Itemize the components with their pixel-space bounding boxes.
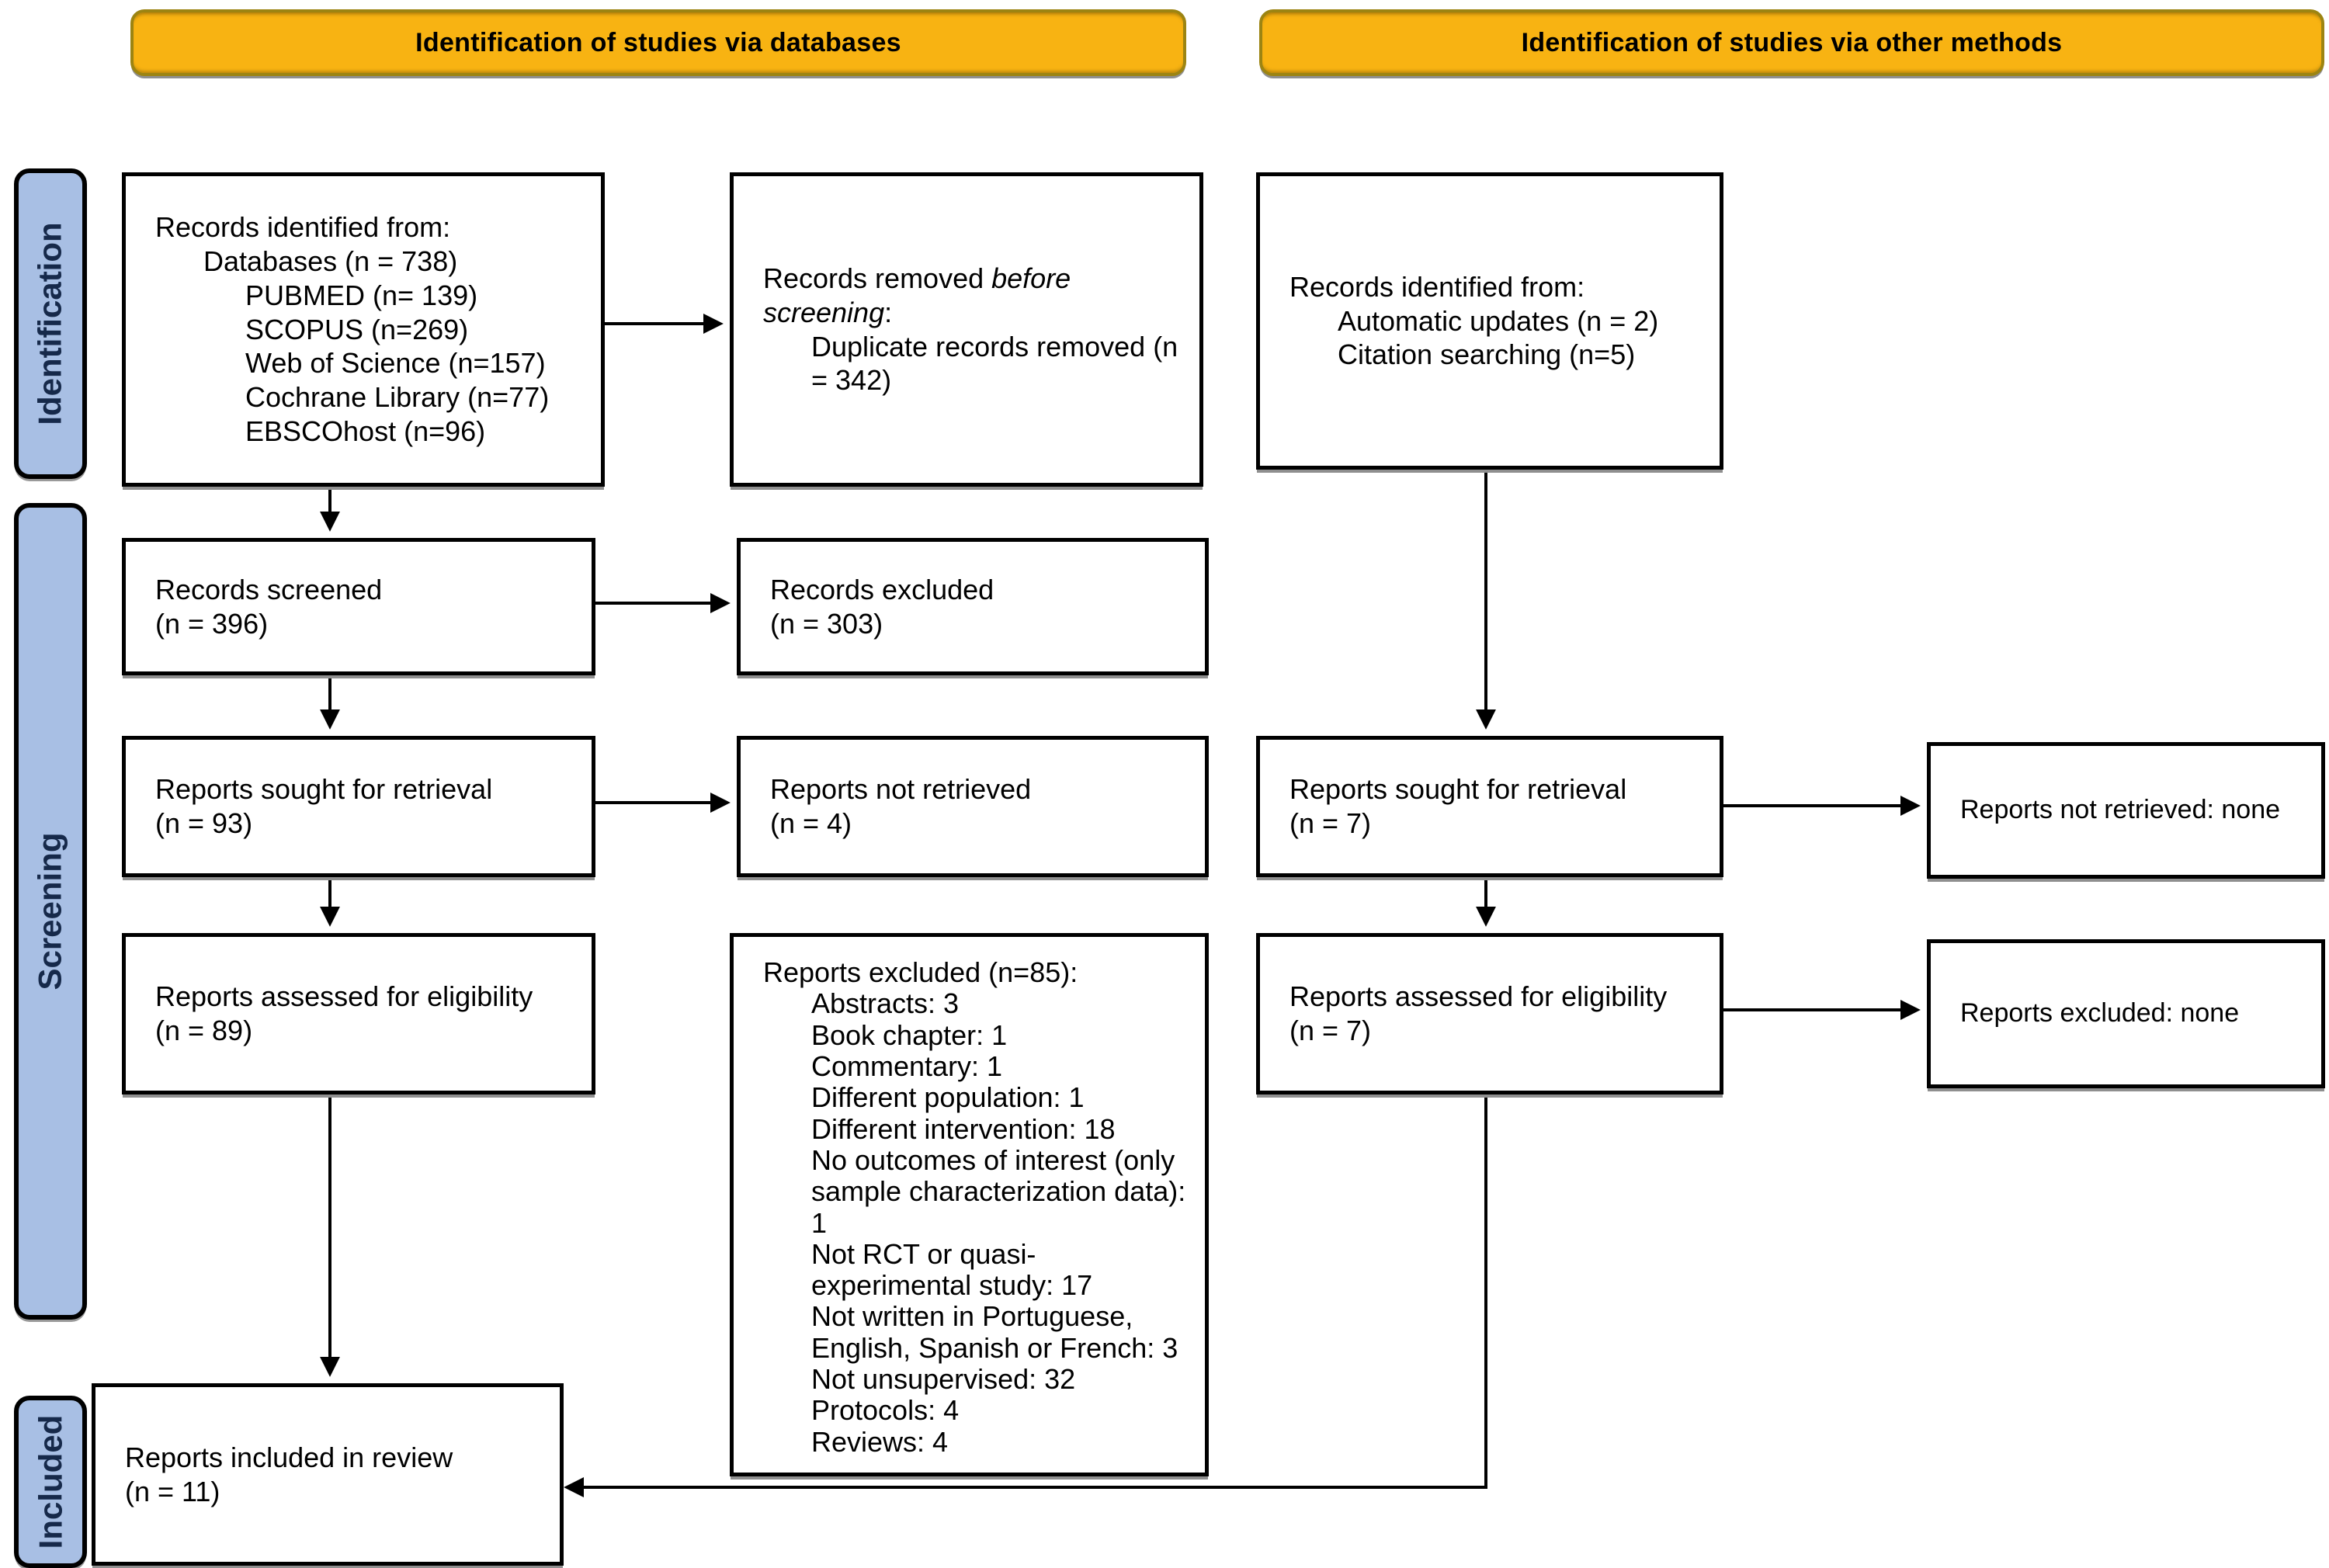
box-records-screened: Records screened (n = 396): [122, 538, 595, 675]
exclusion-reason: Book chapter: 1: [811, 1018, 1008, 1051]
box-content: Records screened (n = 396): [126, 542, 592, 671]
stage-label: Screening: [32, 832, 69, 990]
box-line1: Reports sought for retrieval: [155, 773, 493, 806]
stage-label: Identification: [32, 222, 68, 425]
exclusion-reason: Not RCT or quasi-experimental study: 17: [811, 1237, 1093, 1302]
db-source: EBSCOhost (n=96): [245, 415, 486, 448]
box-content: Records identified from: Automatic updat…: [1260, 176, 1720, 466]
box-line2: (n = 93): [155, 807, 253, 839]
banner-identification-via-other-methods: Identification of studies via other meth…: [1259, 9, 2324, 76]
box-title: Records identified from:: [155, 210, 451, 243]
box-records-excluded: Records excluded (n = 303): [737, 538, 1209, 675]
box-reports-not-retrieved-other: Reports not retrieved: none: [1927, 742, 2325, 879]
box-reports-sought-databases: Reports sought for retrieval (n = 93): [122, 736, 595, 877]
box-line1: Reports excluded: none: [1960, 998, 2240, 1029]
exclusion-reason: Protocols: 4: [811, 1394, 960, 1427]
db-source: SCOPUS (n=269): [245, 313, 469, 345]
box-content: Reports not retrieved (n = 4): [741, 740, 1205, 873]
db-source: Web of Science (n=157): [245, 347, 546, 380]
title-italic: before screening: [763, 262, 1071, 328]
box-reports-not-retrieved-databases: Reports not retrieved (n = 4): [737, 736, 1209, 877]
exclusion-reason: Not written in Portuguese, English, Span…: [811, 1300, 1178, 1364]
box-records-identified-other: Records identified from: Automatic updat…: [1256, 172, 1723, 470]
box-content: Records removed before screening: Duplic…: [734, 176, 1199, 483]
other-source: Automatic updates (n = 2): [1338, 304, 1659, 337]
box-records-identified-databases: Records identified from: Databases (n = …: [122, 172, 605, 487]
box-reports-included-in-review: Reports included in review (n = 11): [92, 1383, 564, 1566]
box-line2: (n = 89): [155, 1015, 253, 1046]
box-content: Reports assessed for eligibility (n = 7): [1260, 937, 1720, 1091]
exclusion-reason: Commentary: 1: [811, 1049, 1003, 1082]
box-line1: Records screened: [155, 573, 383, 605]
box-content: Reports excluded: none: [1931, 943, 2321, 1084]
box-line2: (n = 396): [155, 607, 269, 640]
box-content: Records excluded (n = 303): [741, 542, 1205, 671]
box-line2: (n = 7): [1289, 1015, 1372, 1046]
box-reports-excluded-details: Reports excluded (n=85): Abstracts: 3 Bo…: [730, 933, 1209, 1476]
box-content: Reports sought for retrieval (n = 93): [126, 740, 592, 873]
banner-identification-via-databases: Identification of studies via databases: [130, 9, 1186, 76]
box-line2: (n = 303): [770, 607, 883, 640]
box-content: Reports sought for retrieval (n = 7): [1260, 740, 1720, 873]
box-content: Records identified from: Databases (n = …: [126, 176, 601, 483]
box-line1: Reports assessed for eligibility: [1289, 980, 1668, 1013]
exclusion-reason: Not unsupervised: 32: [811, 1363, 1076, 1396]
box-title: Reports excluded (n=85):: [763, 956, 1078, 988]
exclusion-reason: No outcomes of interest (only sample cha…: [811, 1143, 1186, 1239]
box-reports-excluded-other: Reports excluded: none: [1927, 939, 2325, 1088]
box-line1: Reports included in review: [125, 1441, 453, 1473]
box-content: Reports not retrieved: none: [1931, 746, 2321, 875]
box-line2: (n = 11): [125, 1475, 220, 1507]
box-reports-assessed-databases: Reports assessed for eligibility (n = 89…: [122, 933, 595, 1094]
box-line1: Reports sought for retrieval: [1289, 773, 1627, 806]
box-line1: Reports not retrieved: none: [1960, 795, 2281, 825]
stage-tab-screening: Screening: [14, 503, 87, 1320]
box-line1: Records excluded: [770, 573, 994, 605]
box-records-removed-before-screening: Records removed before screening: Duplic…: [730, 172, 1203, 487]
db-total: Databases (n = 738): [203, 245, 458, 277]
title-suffix: :: [884, 296, 893, 328]
exclusion-reason: Different intervention: 18: [811, 1112, 1116, 1145]
exclusion-reason: Different population: 1: [811, 1081, 1085, 1114]
removed-detail: Duplicate records removed (n = 342): [811, 330, 1178, 397]
box-line2: (n = 4): [770, 807, 852, 839]
db-source: PUBMED (n= 139): [245, 279, 478, 311]
box-content: Reports assessed for eligibility (n = 89…: [126, 937, 592, 1091]
box-reports-sought-other: Reports sought for retrieval (n = 7): [1256, 736, 1723, 877]
banner-label: Identification of studies via databases: [415, 27, 901, 57]
stage-tab-identification: Identification: [14, 168, 87, 479]
box-line2: (n = 7): [1289, 807, 1372, 839]
box-line1: Reports assessed for eligibility: [155, 980, 533, 1013]
exclusion-reason: Reviews: 4: [811, 1425, 949, 1458]
box-content: Reports included in review (n = 11): [95, 1387, 560, 1562]
box-content: Reports excluded (n=85): Abstracts: 3 Bo…: [734, 937, 1205, 1473]
title-prefix: Records removed: [763, 262, 992, 294]
other-source: Citation searching (n=5): [1338, 338, 1636, 371]
stage-label: Included: [32, 1414, 68, 1549]
stage-tab-included: Included: [14, 1396, 87, 1568]
box-line1: Reports not retrieved: [770, 773, 1032, 806]
box-title: Records removed before screening:: [763, 262, 1181, 330]
box-reports-assessed-other: Reports assessed for eligibility (n = 7): [1256, 933, 1723, 1094]
db-source: Cochrane Library (n=77): [245, 381, 550, 414]
exclusion-reason: Abstracts: 3: [811, 987, 960, 1020]
box-title: Records identified from:: [1289, 270, 1585, 303]
banner-label: Identification of studies via other meth…: [1521, 27, 2063, 57]
